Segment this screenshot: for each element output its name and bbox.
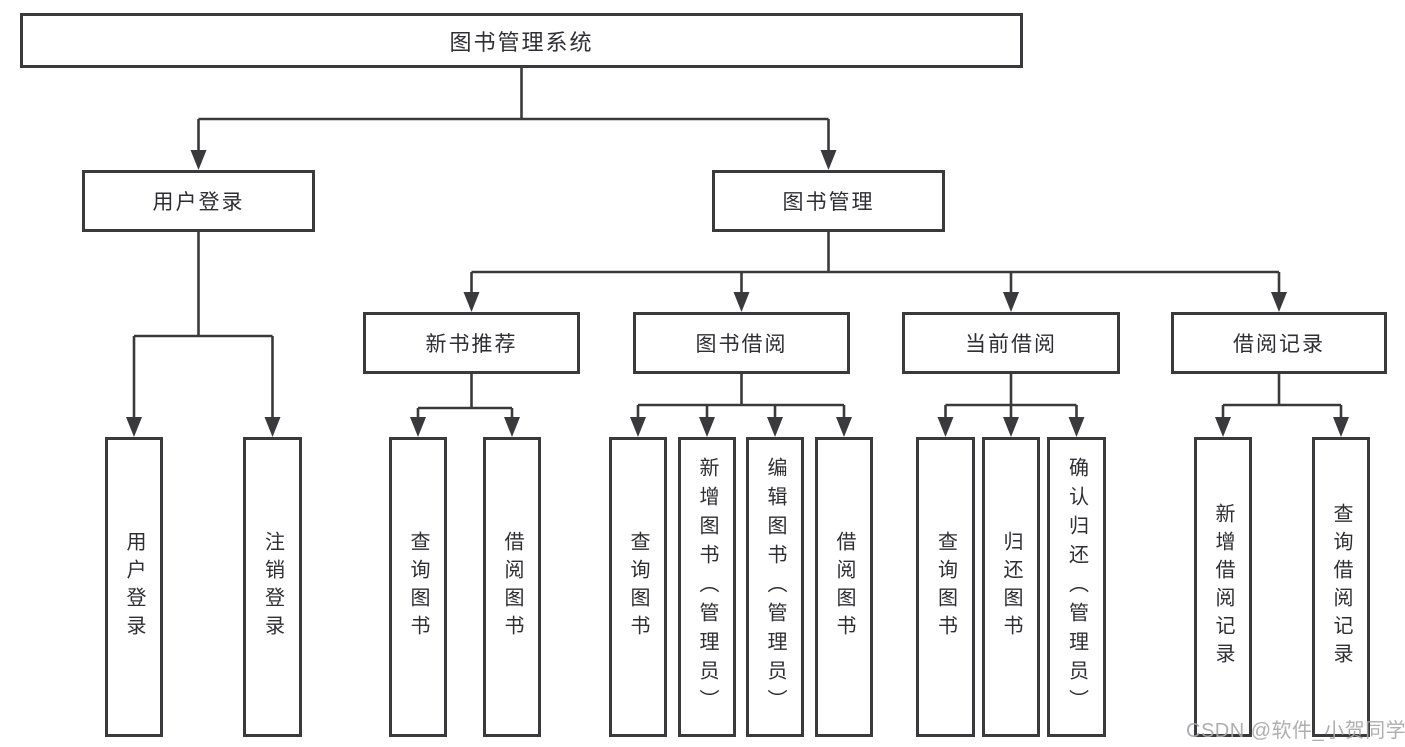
leaf-confirm-return-admin: 确认归还（管理员） bbox=[1047, 437, 1106, 737]
leaf-borrow-book: 借阅图书 bbox=[815, 437, 873, 737]
leaf-query-borrow-record: 查询借阅记录 bbox=[1312, 437, 1370, 737]
leaf-recommend-borrow-book: 借阅图书 bbox=[483, 437, 541, 737]
leaf-logout-login: 注销登录 bbox=[243, 437, 302, 737]
leaf-return-book: 归还图书 bbox=[982, 437, 1040, 737]
node-new-book-recommend: 新书推荐 bbox=[363, 312, 580, 374]
node-current-borrow: 当前借阅 bbox=[902, 312, 1120, 374]
leaf-add-book-admin: 新增图书（管理员） bbox=[678, 437, 736, 737]
node-user-login: 用户登录 bbox=[82, 170, 315, 232]
node-root-system: 图书管理系统 bbox=[20, 13, 1023, 68]
node-book-management: 图书管理 bbox=[712, 170, 945, 232]
csdn-watermark: CSDN @软件_小贺同学 bbox=[1186, 720, 1405, 742]
leaf-borrow-query-book: 查询图书 bbox=[609, 437, 667, 737]
leaf-current-query-book: 查询图书 bbox=[916, 437, 975, 737]
leaf-add-borrow-record: 新增借阅记录 bbox=[1194, 437, 1252, 737]
leaf-recommend-query-book: 查询图书 bbox=[389, 437, 447, 737]
leaf-edit-book-admin: 编辑图书（管理员） bbox=[746, 437, 804, 737]
node-borrow-records: 借阅记录 bbox=[1171, 312, 1387, 374]
node-book-borrow: 图书借阅 bbox=[633, 312, 850, 374]
leaf-user-login: 用户登录 bbox=[105, 437, 163, 737]
